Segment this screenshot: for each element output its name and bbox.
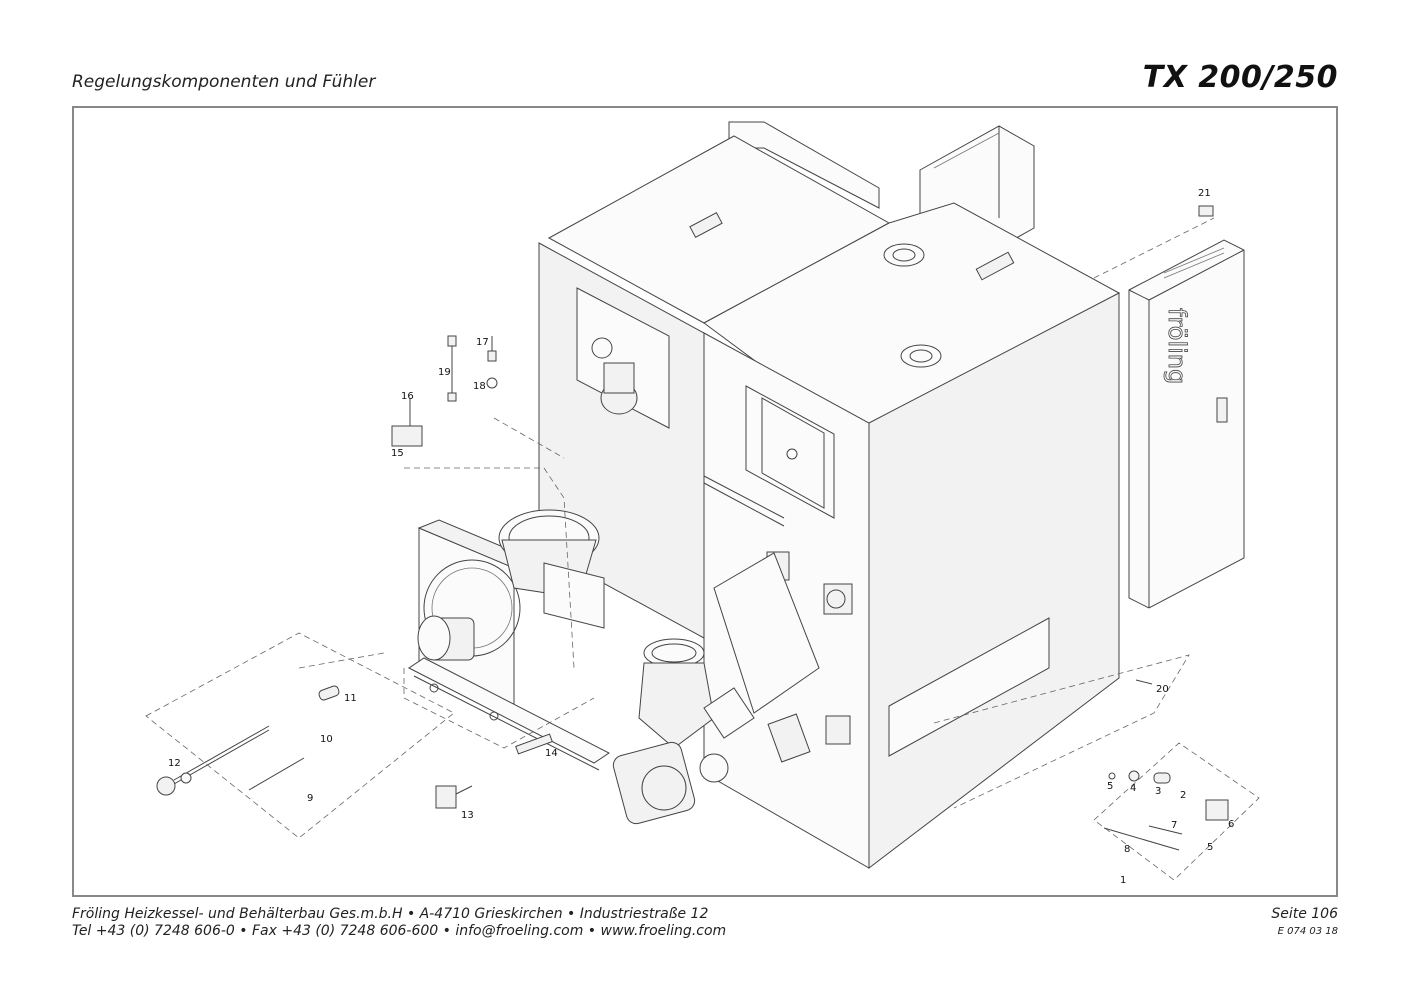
part-label-17: 17 (476, 337, 489, 348)
section-title: Regelungskomponenten und Fühler (72, 72, 376, 92)
fan-assembly (408, 509, 610, 771)
part-label-10: 10 (320, 734, 333, 745)
part-label-9: 9 (307, 793, 313, 804)
footer-phone-web: Tel +43 (0) 7248 606-0 • Fax +43 (0) 724… (72, 923, 727, 939)
part-label-12: 12 (168, 758, 181, 769)
page-number: Seite 106 (1271, 906, 1338, 922)
exploded-outline-right (933, 217, 1260, 881)
part-label-11: 11 (344, 693, 357, 704)
part-label-13: 13 (461, 810, 474, 821)
part-label-21: 21 (1198, 188, 1211, 199)
part-label-8: 8 (1124, 844, 1130, 855)
part-label-3: 3 (1155, 786, 1161, 797)
footer-contact: Fröling Heizkessel- und Behälterbau Ges.… (72, 906, 726, 940)
footer-address: Fröling Heizkessel- und Behälterbau Ges.… (72, 906, 709, 922)
exploded-view-drawing: fröling (145, 121, 1260, 886)
exploded-diagram-frame: fröling (72, 106, 1338, 897)
part-label-4: 4 (1130, 783, 1136, 794)
cabinet-brand-label: fröling (1163, 308, 1191, 384)
part-label-5a: 5 (1107, 781, 1113, 792)
part-label-14: 14 (545, 748, 558, 759)
part-label-5b: 5 (1207, 842, 1213, 853)
sensor-parts (156, 205, 1229, 851)
part-label-1: 1 (1120, 875, 1126, 886)
part-label-7: 7 (1171, 820, 1177, 831)
part-label-20: 20 (1156, 684, 1169, 695)
part-label-16: 16 (401, 391, 414, 402)
exploded-outline-left (145, 417, 595, 839)
part-labels: 1 2 3 4 5 5 6 7 8 9 10 11 12 13 14 15 16… (168, 188, 1234, 886)
control-cabinet: fröling (1128, 239, 1245, 609)
part-label-2: 2 (1180, 790, 1186, 801)
part-label-6: 6 (1228, 819, 1234, 830)
part-label-15: 15 (391, 448, 404, 459)
model-title: TX 200/250 (1142, 60, 1338, 95)
part-label-18: 18 (473, 381, 486, 392)
feeder-assembly (612, 552, 820, 825)
part-label-19: 19 (438, 367, 451, 378)
footer-page-info: Seite 106 E 074 03 18 (1271, 906, 1338, 940)
document-code: E 074 03 18 (1277, 926, 1338, 937)
